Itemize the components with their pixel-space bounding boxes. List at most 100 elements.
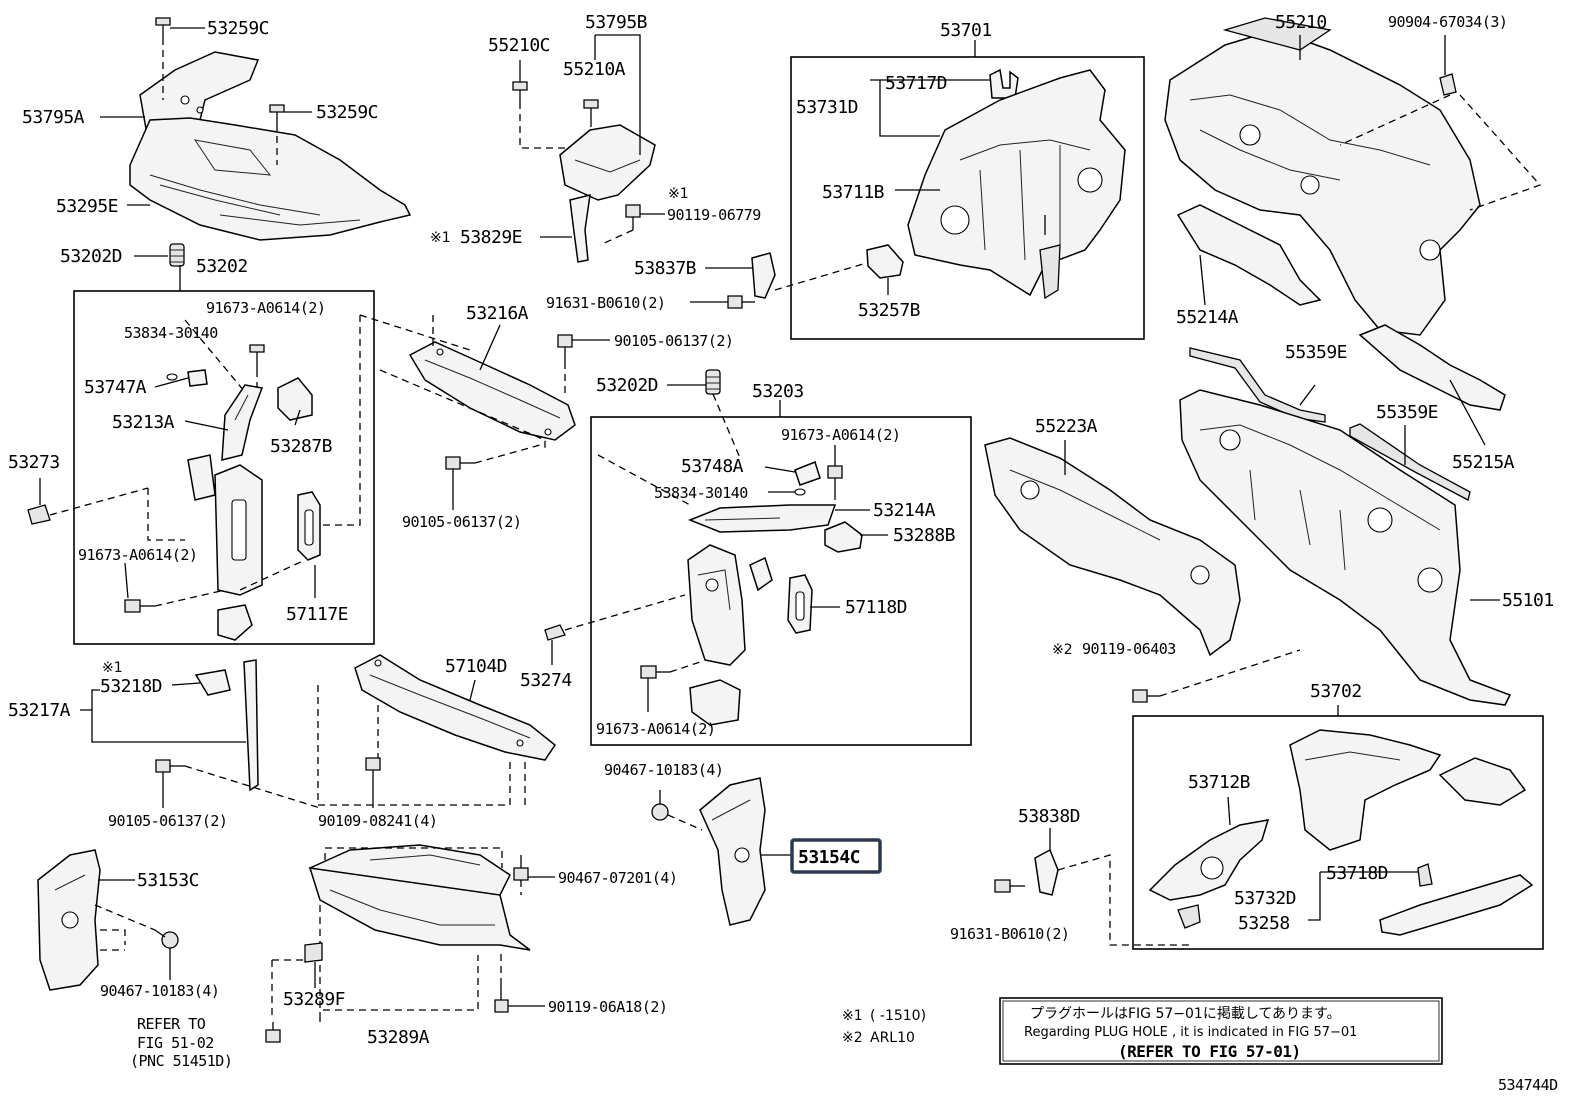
footnote1-text: ( -1510) xyxy=(870,1008,926,1024)
clip-55210A xyxy=(583,99,599,120)
bracket-53748A xyxy=(794,461,821,486)
label-90904: 90904-67034(3) xyxy=(1388,13,1507,31)
label-53289A: 53289A xyxy=(367,1027,430,1048)
panel-55101 xyxy=(1179,389,1512,706)
label-53711B: 53711B xyxy=(822,182,884,203)
highlight-box-53154C xyxy=(790,838,882,874)
label-57118D: 57118D xyxy=(845,597,907,618)
label-53295E: 53295E xyxy=(56,196,118,217)
label-53202: 53202 xyxy=(196,256,248,277)
label-57117E: 57117E xyxy=(286,604,348,625)
bolt-90109 xyxy=(365,757,381,795)
label-90105-bl: 90105-06137(2) xyxy=(108,812,227,830)
bolt-91673-tl xyxy=(249,344,265,370)
label-53273: 53273 xyxy=(8,452,60,473)
group-box-53701 xyxy=(790,56,1145,340)
bracket-53838D xyxy=(1034,848,1059,896)
label-53288B: 53288B xyxy=(893,525,955,546)
refer-line2: FIG 51-02 xyxy=(137,1034,214,1052)
label-53153C: 53153C xyxy=(137,870,199,891)
apron-53702 xyxy=(1289,729,1527,851)
member-53732D xyxy=(1379,874,1534,936)
bolt-90467-07201 xyxy=(513,855,529,881)
label-90119-06A18: 90119-06A18(2) xyxy=(548,998,667,1016)
label-55210C: 55210C xyxy=(488,35,550,56)
support-53214A xyxy=(687,504,837,533)
bolt-90105-b xyxy=(445,456,475,470)
bracket-53747A xyxy=(187,369,208,387)
label-53834-mid: 53834-30140 xyxy=(654,484,748,502)
label-53289F: 53289F xyxy=(283,989,345,1010)
seal-53834-mid xyxy=(794,488,806,496)
label-57104D: 57104D xyxy=(445,656,507,677)
plug-hole-notice: プラグホールはFIG 57−01に掲載してあります。 Regarding PLU… xyxy=(999,997,1443,1065)
label-91631-top: 91631-B0610(2) xyxy=(546,294,665,312)
label-55359E-a: 55359E xyxy=(1285,342,1347,363)
seal-57118D xyxy=(787,574,813,634)
label-53202D-mid: 53202D xyxy=(596,375,658,396)
label-90119-06403: 90119-06403 xyxy=(1082,640,1176,658)
label-53214A: 53214A xyxy=(873,500,936,521)
seal-55359E-b xyxy=(1349,423,1471,501)
label-53795A: 53795A xyxy=(22,107,85,128)
label-91673-br: 91673-A0614(2) xyxy=(596,720,715,738)
label-90105-a: 90105-06137(2) xyxy=(614,332,733,350)
bolt-91673-br xyxy=(640,665,670,679)
panel-53202 xyxy=(187,454,263,641)
footnote1-mark: ※1 xyxy=(842,1008,863,1024)
label-53218D: 53218D xyxy=(100,676,162,697)
footnote2-mark: ※2 xyxy=(842,1030,863,1046)
label-55210A: 55210A xyxy=(563,59,626,80)
seal-53834-left xyxy=(166,373,178,381)
footnotes: ※1 ( -1510) ※2 ARL10 xyxy=(842,1008,926,1046)
panel-53203 xyxy=(687,544,773,726)
label-53216A: 53216A xyxy=(466,303,529,324)
label-55223A: 55223A xyxy=(1035,416,1098,437)
diagram-id: 534744D xyxy=(1498,1076,1558,1094)
refer-line3: (PNC 51451D) xyxy=(130,1052,232,1070)
bolt-91631-top xyxy=(727,295,755,309)
label-53274: 53274 xyxy=(520,670,572,691)
nut-90467-bl xyxy=(154,929,179,949)
label-55215A: 55215A xyxy=(1452,452,1515,473)
label-53217A: 53217A xyxy=(8,700,71,721)
label-91673-tl: 91673-A0614(2) xyxy=(206,299,325,317)
label-53712B: 53712B xyxy=(1188,772,1250,793)
note1-mark-53218D: ※1 xyxy=(102,660,123,676)
bracket-53288B xyxy=(824,521,863,553)
label-53834-left: 53834-30140 xyxy=(124,324,218,342)
label-53203: 53203 xyxy=(752,381,804,402)
bolt-91673-mr xyxy=(827,465,843,500)
label-53718D: 53718D xyxy=(1326,863,1388,884)
label-53747A: 53747A xyxy=(84,377,147,398)
clip-55210C xyxy=(512,81,528,102)
bracket-53717D xyxy=(989,68,1019,99)
label-53732D: 53732D xyxy=(1234,888,1296,909)
clip-90904 xyxy=(1439,73,1457,96)
bracket-53829E xyxy=(569,194,591,263)
support-53213A xyxy=(221,384,264,461)
label-91673-mr: 91673-A0614(2) xyxy=(781,426,900,444)
bracket-53258 xyxy=(1177,904,1201,929)
notice-line2: Regarding PLUG HOLE , it is indicated in… xyxy=(1024,1025,1357,1040)
label-53731D: 53731D xyxy=(796,97,858,118)
label-55210: 55210 xyxy=(1275,12,1327,33)
panel-53154C xyxy=(699,777,766,926)
note1-mark-53829E: ※1 xyxy=(430,230,451,246)
group-box-53202 xyxy=(73,290,375,645)
clip-53274 xyxy=(544,624,566,641)
label-53259C-mid: 53259C xyxy=(316,102,378,123)
note2-mark-90119: ※2 xyxy=(1052,642,1073,658)
bracket-53837B xyxy=(751,252,776,299)
label-53748A: 53748A xyxy=(681,456,744,477)
label-53829E: 53829E xyxy=(460,227,522,248)
bolt-90105-bl xyxy=(155,759,185,773)
nut-90467-mid xyxy=(651,803,669,821)
apron-53711B xyxy=(907,69,1126,300)
label-53702: 53702 xyxy=(1310,681,1362,702)
clip-53259C-mid xyxy=(269,104,285,124)
clip-53289F xyxy=(304,942,323,963)
part-labels: 53259C 53795A 53259C 53295E 53202D 53202… xyxy=(8,12,1554,1070)
label-55359E-b: 55359E xyxy=(1376,402,1438,423)
spacer-53202D-left xyxy=(169,243,185,267)
